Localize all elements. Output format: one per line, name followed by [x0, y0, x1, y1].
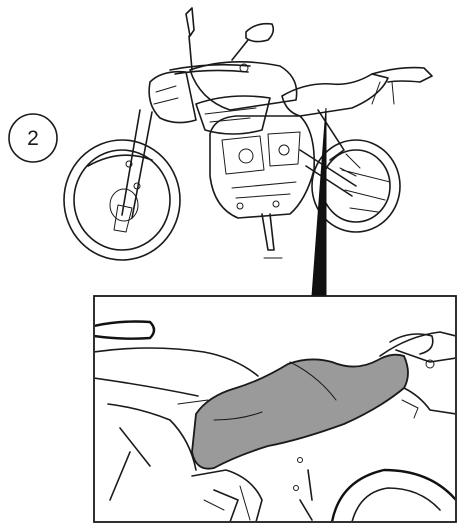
detail-inset: [94, 296, 456, 522]
headlight-cowl: [149, 72, 196, 123]
fuel-tank: [190, 62, 297, 134]
seat-overview: [282, 68, 432, 116]
front-fork: [114, 110, 152, 232]
front-wheel: [64, 140, 180, 260]
step-number: 2: [27, 127, 39, 150]
engine: [210, 116, 314, 218]
step-callout: 2: [9, 114, 57, 162]
handlebar-mirrors: [170, 8, 273, 74]
side-stand: [262, 214, 282, 258]
motorcycle-illustration: [64, 8, 432, 260]
